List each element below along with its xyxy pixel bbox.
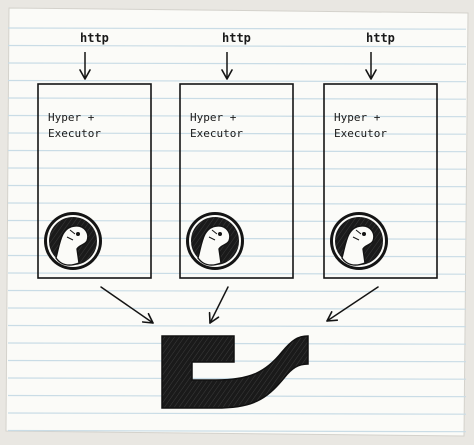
- ruled-line: [7, 289, 467, 293]
- pipe-sink-icon: [161, 335, 309, 409]
- server-title-line2: Executor: [190, 127, 243, 140]
- ruled-line: [7, 79, 467, 83]
- ruled-line: [7, 272, 467, 275]
- ruled-line: [7, 149, 467, 153]
- ruled-line: [7, 429, 467, 433]
- ruled-line: [7, 412, 467, 415]
- ruled-line: [7, 114, 467, 118]
- arrow-node1-to-sink: [100, 286, 154, 324]
- server-title-line2: Executor: [48, 127, 101, 140]
- ruled-line: [7, 44, 467, 48]
- ruled-line: [7, 202, 467, 205]
- server-title-line2: Executor: [334, 127, 387, 140]
- ruled-line: [7, 324, 467, 328]
- http-input-label: http: [222, 31, 251, 45]
- server-box: [179, 83, 294, 279]
- deno-dinosaur-icon: [186, 212, 244, 270]
- ruled-line: [7, 184, 467, 188]
- arrow-node3-to-sink: [326, 286, 379, 322]
- paper-sheet: [5, 7, 469, 437]
- server-title-line1: Hyper +: [48, 111, 95, 124]
- ruled-line: [7, 27, 467, 30]
- ruled-line: [7, 307, 467, 310]
- http-input-label: http: [80, 31, 109, 45]
- ruled-line: [7, 167, 467, 170]
- server-title-line1: Hyper +: [334, 111, 381, 124]
- http-input-label: http: [366, 31, 395, 45]
- ruled-line: [7, 132, 467, 135]
- ruled-line: [7, 359, 467, 363]
- arrow-node2-to-sink: [208, 286, 229, 324]
- server-box: [37, 83, 152, 279]
- ruled-line: [7, 97, 467, 100]
- deno-dinosaur-icon: [330, 212, 388, 270]
- server-box: [323, 83, 438, 279]
- connector-arrows: [100, 286, 379, 324]
- server-title-line1: Hyper +: [190, 111, 237, 124]
- ruled-line: [7, 342, 467, 345]
- deno-dinosaur-icon: [44, 212, 102, 270]
